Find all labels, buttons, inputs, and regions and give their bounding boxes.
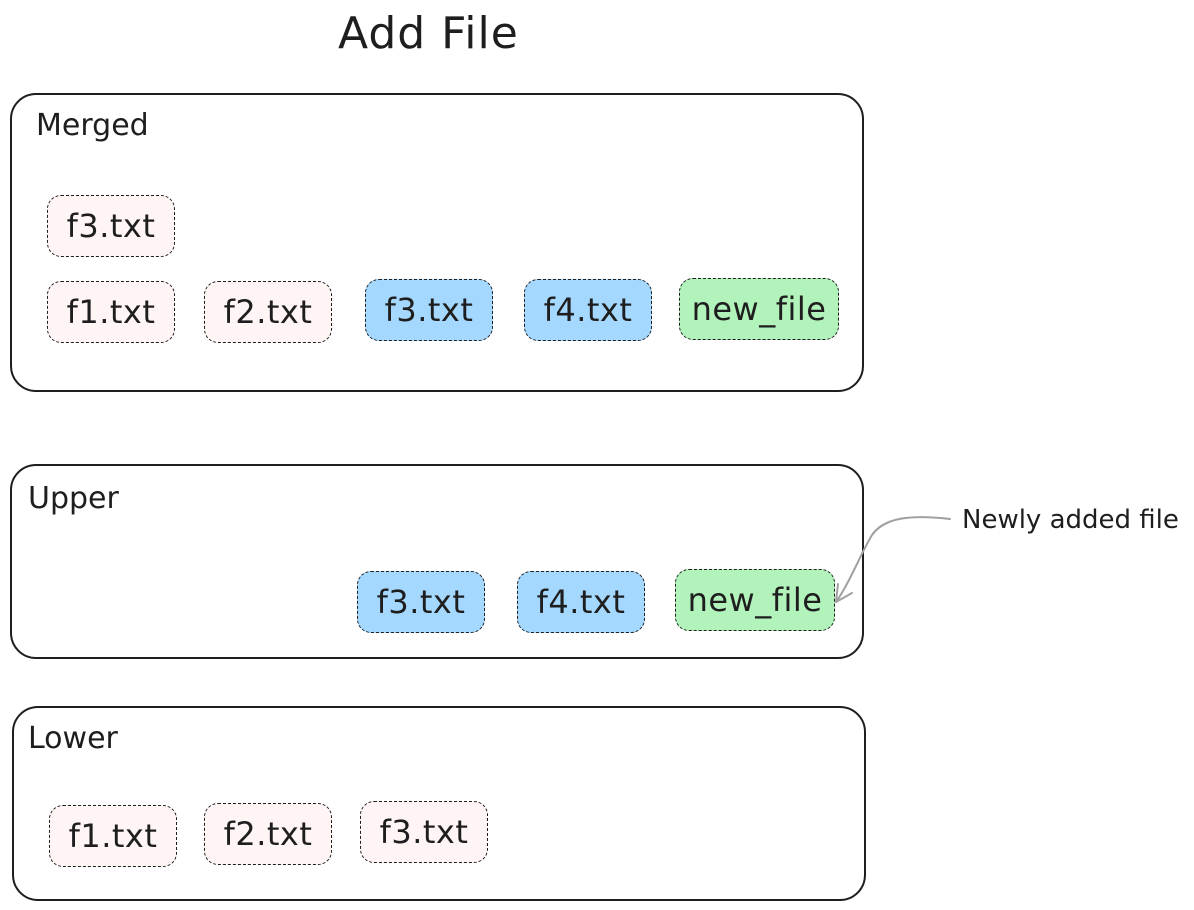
merged-file-f4: f4.txt bbox=[524, 279, 652, 341]
annotation-text: Newly added file bbox=[962, 505, 1179, 535]
upper-label: Upper bbox=[28, 481, 119, 516]
upper-file-f3: f3.txt bbox=[357, 571, 485, 633]
merged-file-new-file: new_file bbox=[679, 278, 839, 340]
diagram-title: Add File bbox=[338, 8, 519, 59]
merged-file-f2: f2.txt bbox=[204, 281, 332, 343]
lower-label: Lower bbox=[28, 721, 118, 756]
upper-file-new-file: new_file bbox=[675, 569, 835, 631]
merged-file-f1: f1.txt bbox=[47, 281, 175, 343]
merged-file-f3: f3.txt bbox=[365, 279, 493, 341]
merged-file-f3-hidden: f3.txt bbox=[47, 195, 175, 257]
lower-file-f2: f2.txt bbox=[204, 803, 332, 865]
lower-file-f1: f1.txt bbox=[49, 805, 177, 867]
merged-label: Merged bbox=[36, 108, 149, 143]
lower-file-f3: f3.txt bbox=[360, 801, 488, 863]
upper-file-f4: f4.txt bbox=[517, 571, 645, 633]
